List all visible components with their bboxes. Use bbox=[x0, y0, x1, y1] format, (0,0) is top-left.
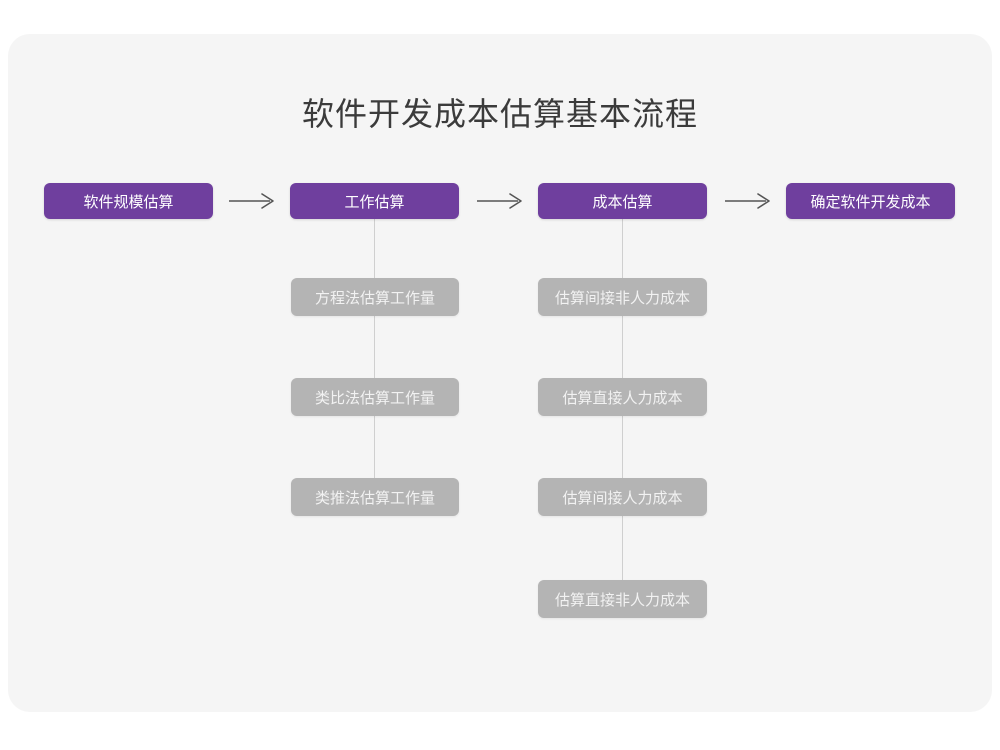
substep-node-2-1[interactable]: 方程法估算工作量 bbox=[291, 278, 459, 316]
substep-node-2-2[interactable]: 类比法估算工作量 bbox=[291, 378, 459, 416]
stage-node-4-label: 确定软件开发成本 bbox=[810, 193, 931, 211]
substep-node-2-3[interactable]: 类推法估算工作量 bbox=[291, 478, 459, 516]
connector-column-2 bbox=[374, 316, 375, 378]
stage-node-2-label: 工作估算 bbox=[344, 193, 405, 211]
stage-node-3[interactable]: 成本估算 bbox=[538, 183, 707, 219]
substep-node-3-1[interactable]: 估算间接非人力成本 bbox=[538, 278, 707, 316]
substep-node-3-1-label: 估算间接非人力成本 bbox=[554, 289, 690, 307]
connector-column-3 bbox=[622, 416, 623, 478]
stage-node-1-label: 软件规模估算 bbox=[83, 193, 174, 211]
connector-column-3 bbox=[622, 516, 623, 580]
connector-column-3 bbox=[622, 218, 623, 278]
stage-node-2[interactable]: 工作估算 bbox=[290, 183, 459, 219]
page-title: 软件开发成本估算基本流程 bbox=[301, 96, 698, 132]
substep-node-3-3[interactable]: 估算间接人力成本 bbox=[538, 478, 707, 516]
connector-column-3 bbox=[622, 316, 623, 378]
stage-node-4[interactable]: 确定软件开发成本 bbox=[786, 183, 955, 219]
diagram-card bbox=[8, 34, 992, 712]
substep-node-3-2-label: 估算直接人力成本 bbox=[562, 389, 683, 407]
substep-node-2-1-label: 方程法估算工作量 bbox=[314, 289, 435, 307]
substep-node-3-2[interactable]: 估算直接人力成本 bbox=[538, 378, 707, 416]
substep-node-2-3-label: 类推法估算工作量 bbox=[314, 489, 435, 507]
right-arrow-icon-3 bbox=[724, 191, 774, 211]
substep-node-2-2-label: 类比法估算工作量 bbox=[314, 389, 435, 407]
substep-node-3-4-label: 估算直接非人力成本 bbox=[554, 591, 690, 609]
substep-node-3-3-label: 估算间接人力成本 bbox=[562, 489, 683, 507]
stage-node-3-label: 成本估算 bbox=[592, 193, 653, 211]
connector-column-2 bbox=[374, 416, 375, 478]
substep-node-3-4[interactable]: 估算直接非人力成本 bbox=[538, 580, 707, 618]
right-arrow-icon-1 bbox=[228, 191, 278, 211]
right-arrow-icon-2 bbox=[476, 191, 526, 211]
connector-column-2 bbox=[374, 218, 375, 278]
stage-node-1[interactable]: 软件规模估算 bbox=[44, 183, 213, 219]
